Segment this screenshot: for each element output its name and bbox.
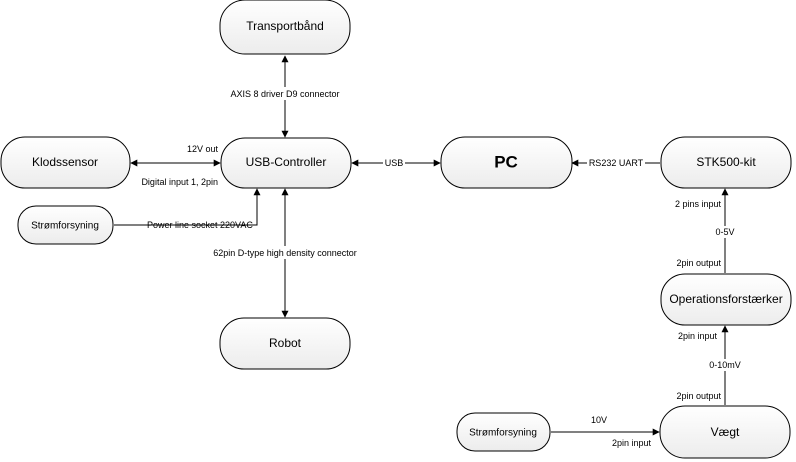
node-klodssensor-label: Klodssensor: [32, 155, 98, 169]
label-rs232: RS232 UART: [589, 158, 644, 168]
label-2pin-input-2: 2pin input: [612, 438, 652, 448]
label-62pin: 62pin D-type high density connector: [213, 248, 357, 258]
label-2pins-input: 2 pins input: [675, 199, 722, 209]
label-10v: 10V: [591, 415, 607, 425]
node-vaegt-label: Vægt: [711, 425, 740, 439]
label-2pin-input-1: 2pin input: [678, 331, 718, 341]
label-12v-out: 12V out: [187, 144, 219, 154]
node-stromforsyning-2: Strømforsyning: [456, 412, 551, 452]
node-transportbaand-label: Transportbånd: [246, 19, 324, 33]
connector-labels: AXIS 8 driver D9 connector 12V out Digit…: [141, 87, 744, 448]
node-stk500-label: STK500-kit: [696, 155, 756, 169]
label-usb: USB: [385, 158, 404, 168]
node-klodssensor: Klodssensor: [0, 136, 131, 189]
node-vaegt: Vægt: [659, 405, 791, 459]
label-0-5v: 0-5V: [715, 227, 734, 237]
conn-power-usb: [114, 188, 261, 226]
node-operationsforstaerker: Operationsforstærker: [660, 273, 792, 326]
node-operationsforstaerker-label: Operationsforstærker: [669, 292, 782, 306]
label-2pin-output-1: 2pin output: [676, 258, 721, 268]
node-pc: PC: [440, 136, 573, 189]
node-pc-label: PC: [494, 152, 518, 171]
label-power-line: Power line socket 220VAC: [147, 220, 253, 230]
label-0-10mv: 0-10mV: [709, 360, 741, 370]
node-transportbaand: Transportbånd: [219, 0, 351, 55]
node-usb-controller: USB-Controller: [220, 137, 352, 189]
label-digital-input: Digital input 1, 2pin: [141, 177, 218, 187]
node-robot-label: Robot: [269, 336, 302, 350]
label-2pin-output-2: 2pin output: [676, 391, 721, 401]
node-usb-controller-label: USB-Controller: [246, 155, 327, 169]
connectors: [114, 55, 729, 436]
node-stk500: STK500-kit: [660, 136, 792, 189]
label-axis-connector: AXIS 8 driver D9 connector: [230, 89, 339, 99]
node-stromforsyning-1: Strømforsyning: [17, 205, 114, 245]
node-robot: Robot: [219, 317, 351, 370]
node-stromforsyning-1-label: Strømforsyning: [31, 221, 99, 232]
node-stromforsyning-2-label: Strømforsyning: [469, 428, 537, 439]
